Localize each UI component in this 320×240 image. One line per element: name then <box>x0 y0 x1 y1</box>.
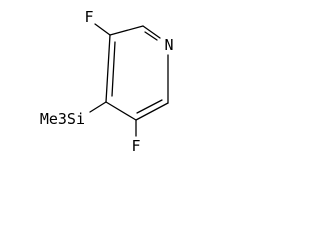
bond-c2-n-inner <box>144 31 158 41</box>
bond-c3-f <box>94 23 111 36</box>
bond-c2-n <box>142 25 161 39</box>
fluorine-bottom-label: F <box>131 137 140 155</box>
fluorine-top-label: F <box>84 8 93 26</box>
bond-c4-c3-inner <box>111 41 116 97</box>
structure-canvas: F N F Me3Si <box>0 0 197 163</box>
trimethylsilyl-label: Me3Si <box>40 110 85 128</box>
bond-c6-c5 <box>135 102 169 121</box>
nitrogen-label: N <box>164 36 173 54</box>
bond-c5-c4 <box>105 101 137 121</box>
bond-c3-c2 <box>109 25 144 36</box>
molecule-drawing: F N F Me3Si <box>40 8 174 155</box>
bond-c6-c5-inner <box>136 99 163 114</box>
bond-lines <box>89 23 169 137</box>
bond-c4-c3 <box>105 34 111 103</box>
bond-c4-si <box>89 101 107 113</box>
